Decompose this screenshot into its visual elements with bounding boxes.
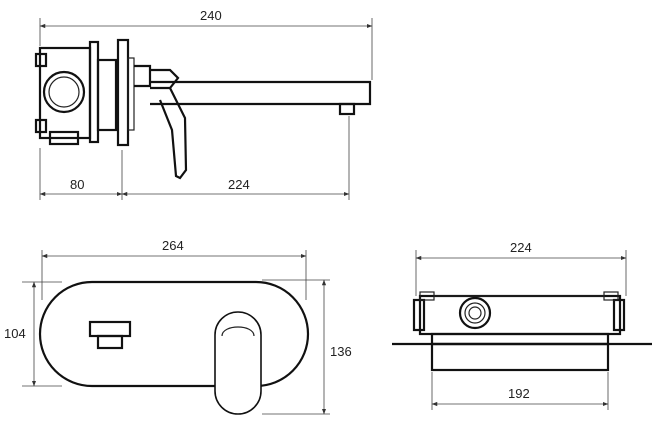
front-height-right-label: 136 [330, 344, 352, 359]
top-width-label: 224 [510, 240, 532, 255]
side-spout-label: 224 [228, 177, 250, 192]
side-view: 240 80 224 [34, 8, 373, 200]
front-height-left-label: 104 [4, 326, 26, 341]
front-width-label: 264 [162, 238, 184, 253]
side-overall-label: 240 [200, 8, 222, 23]
side-body-label: 80 [70, 177, 84, 192]
top-view: 224 192 [392, 240, 652, 410]
top-bottom-label: 192 [508, 386, 530, 401]
front-view: 264 104 136 [4, 238, 352, 415]
